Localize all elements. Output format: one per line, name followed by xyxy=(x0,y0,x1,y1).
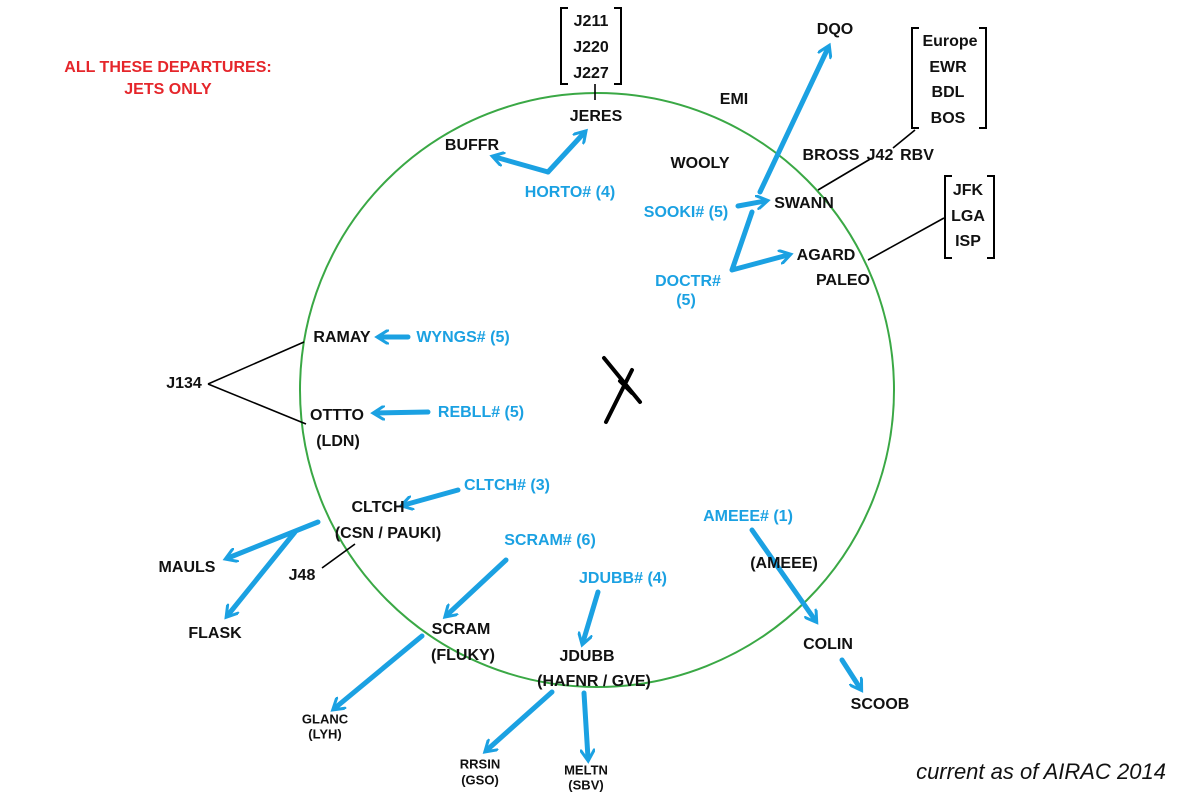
fix-buffr: BUFFR xyxy=(444,137,500,154)
arrow-jdubb-rrsin xyxy=(487,689,555,750)
fix-glanc: GLANC xyxy=(301,711,349,727)
arrow-doctr-agard xyxy=(729,209,788,273)
j48-line xyxy=(321,543,356,569)
airway-j48: J48 xyxy=(288,567,316,584)
fix-agard: AGARD xyxy=(796,247,856,264)
fix-swann: SWANN xyxy=(774,195,834,212)
runway-2 xyxy=(604,368,634,424)
bracket-north-left xyxy=(911,27,919,129)
airport-symbol xyxy=(602,356,642,424)
fix-meltn: MELTN xyxy=(564,762,608,778)
fix-colin: COLIN xyxy=(803,636,853,653)
airway-j134: J134 xyxy=(166,375,202,392)
runway-1 xyxy=(602,356,642,404)
fix-bross: BROSS xyxy=(802,147,860,164)
bracket-j-left xyxy=(560,7,568,85)
fix-paleo: PALEO xyxy=(816,272,870,289)
fix-lyh: (LYH) xyxy=(308,726,342,742)
procedure-doctr-count: (5) xyxy=(676,292,696,309)
arrow-colin-scoob xyxy=(839,657,860,688)
j134-line-ramay xyxy=(207,341,305,385)
runway-3 xyxy=(618,379,634,395)
procedure-doctr: DOCTR# xyxy=(655,273,721,290)
fix-rbv: RBV xyxy=(900,147,934,164)
airway-j42: J42 xyxy=(866,147,894,164)
fix-sbv: (SBV) xyxy=(568,777,604,793)
procedure-horto: HORTO# (4) xyxy=(524,184,616,201)
procedure-ameee: AMEEE# (1) xyxy=(703,508,793,525)
fix-fluky: (FLUKY) xyxy=(431,647,495,664)
fix-scram: SCRAM xyxy=(431,621,491,638)
procedure-wyngs: WYNGS# (5) xyxy=(416,329,510,346)
j42-europe-line xyxy=(892,129,916,149)
fix-ameee: (AMEEE) xyxy=(750,555,818,572)
procedure-rebll: REBLL# (5) xyxy=(437,404,525,421)
fix-ramay: RAMAY xyxy=(313,329,371,346)
destination-ewr: EWR xyxy=(929,59,967,76)
procedure-sooki: SOOKI# (5) xyxy=(643,204,729,221)
arrow-jdubb-fix xyxy=(583,589,601,642)
fix-gso: (GSO) xyxy=(461,772,499,788)
fix-jdubb: JDUBB xyxy=(559,648,615,665)
airway-j211: J211 xyxy=(573,13,609,30)
destination-jfk: JFK xyxy=(952,182,984,199)
fix-flask: FLASK xyxy=(188,625,242,642)
arrow-sooki-swann xyxy=(735,201,765,206)
airway-j227: J227 xyxy=(573,65,609,82)
procedure-jdubb: JDUBB# (4) xyxy=(578,570,668,587)
fix-dqo: DQO xyxy=(816,21,854,38)
warning-line-2: JETS ONLY xyxy=(124,81,212,98)
bracket-east-left xyxy=(944,175,952,259)
swann-j42-line xyxy=(817,157,873,191)
destination-isp: ISP xyxy=(955,233,981,250)
airway-j220: J220 xyxy=(573,39,609,56)
fix-csn-pauki: (CSN / PAUKI) xyxy=(334,525,442,542)
airac-note: current as of AIRAC 2014 xyxy=(916,759,1166,784)
fix-rrsin: RRSIN xyxy=(459,756,501,772)
procedure-scram: SCRAM# (6) xyxy=(504,532,596,549)
bracket-east-right xyxy=(987,175,995,259)
fix-scoob: SCOOB xyxy=(850,696,910,713)
destination-europe: Europe xyxy=(922,33,978,50)
bracket-north-right xyxy=(979,27,987,129)
destination-bos: BOS xyxy=(930,110,966,127)
bracket-j-right xyxy=(614,7,622,85)
arrow-jdubb-meltn xyxy=(584,690,588,758)
arrow-scram-fix xyxy=(447,557,509,615)
brackets xyxy=(560,7,995,259)
arrow-cltch-mauls xyxy=(228,519,321,558)
arrow-cltch-fix xyxy=(404,487,461,505)
arrow-scram-glanc xyxy=(335,633,425,708)
arrow-horto-jeres xyxy=(545,133,584,175)
fix-ldn: (LDN) xyxy=(316,433,360,450)
fix-mauls: MAULS xyxy=(158,559,216,576)
arrow-sooki-dqo xyxy=(757,48,828,195)
fix-emi: EMI xyxy=(719,91,749,108)
fix-cltch: CLTCH xyxy=(351,499,405,516)
fix-hafnr-gve: (HAFNR / GVE) xyxy=(537,673,651,690)
boundary-circle xyxy=(299,92,895,688)
arrow-horto-buffr xyxy=(495,157,551,175)
arrow-ameee-colin xyxy=(749,527,815,620)
destination-bdl: BDL xyxy=(931,84,965,101)
destination-lga: LGA xyxy=(951,208,985,225)
departure-arrows xyxy=(228,48,860,758)
paleo-jfk-line xyxy=(867,217,945,261)
j134-line-ottto xyxy=(207,383,307,425)
fix-wooly: WOOLY xyxy=(670,155,730,172)
procedure-cltch: CLTCH# (3) xyxy=(464,477,550,494)
fix-ottto: OTTTO xyxy=(310,407,364,424)
fix-jeres: JERES xyxy=(569,108,623,125)
warning-line-1: ALL THESE DEPARTURES: xyxy=(64,59,272,76)
connector-lines xyxy=(207,84,945,569)
arrow-cltch-flask xyxy=(228,529,298,615)
arrow-rebll-ottto xyxy=(376,412,431,413)
